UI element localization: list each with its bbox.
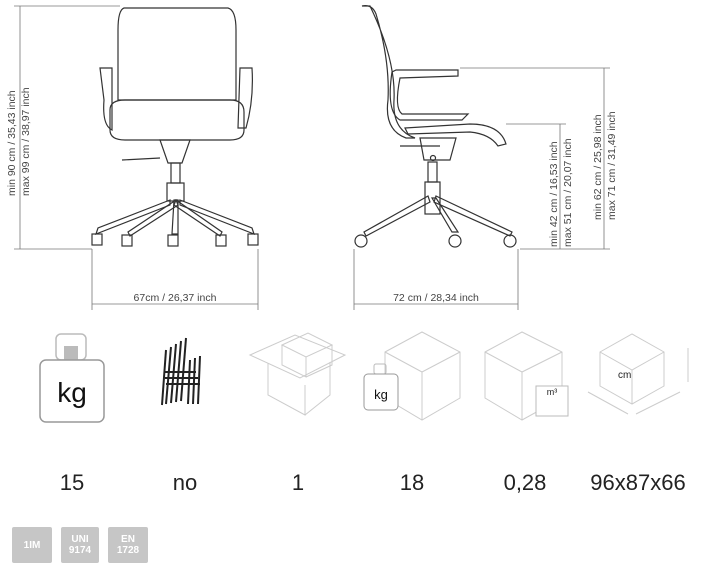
badge-line2: 1728 <box>116 545 140 556</box>
package-weight-unit-label: kg <box>374 387 388 402</box>
badge-line1: 1IM <box>23 539 41 551</box>
arm-height-min-label: min 62 cm / 25,98 inch <box>592 114 604 220</box>
front-width-label: 67cm / 26,37 inch <box>134 292 217 304</box>
side-view-chair <box>354 5 517 248</box>
front-height-min-label: min 90 cm / 35,43 inch <box>6 90 18 196</box>
stackable-value: no <box>172 470 198 495</box>
volume-icon: m³ <box>484 331 569 421</box>
volume-unit-label: m³ <box>547 387 558 397</box>
certification-badge-uni: UNI 9174 <box>61 527 99 563</box>
volume-value: 0,28 <box>503 470 547 495</box>
front-view-chair <box>91 7 259 247</box>
boxes-value: 1 <box>291 470 305 495</box>
weight-value: 15 <box>59 470 85 495</box>
package-size-value: 96x87x66 <box>590 470 686 495</box>
boxes-icon <box>248 332 347 416</box>
arm-height-max-label: max 71 cm / 31,49 inch <box>606 111 618 220</box>
package-size-icon: cm <box>587 333 689 415</box>
side-depth-label: 72 cm / 28,34 inch <box>393 292 479 304</box>
weight-unit-label: kg <box>57 377 87 408</box>
size-unit-label: cm <box>618 370 631 381</box>
package-weight-value: 18 <box>399 470 425 495</box>
badge-line1: EN <box>121 534 135 545</box>
certification-badge-1im: 1IM <box>12 527 52 563</box>
badge-line2: 9174 <box>68 545 92 556</box>
weight-icon: kg <box>39 333 105 423</box>
certification-badge-en: EN 1728 <box>108 527 148 563</box>
stackable-icon <box>161 337 201 406</box>
front-height-max-label: max 99 cm / 38,97 inch <box>20 87 32 196</box>
dimension-lines <box>14 5 610 310</box>
seat-height-min-label: min 42 cm / 16,53 inch <box>548 141 560 247</box>
seat-height-max-label: max 51 cm / 20,07 inch <box>562 138 574 247</box>
package-weight-icon: kg <box>363 331 461 421</box>
badge-line1: UNI <box>71 534 89 545</box>
